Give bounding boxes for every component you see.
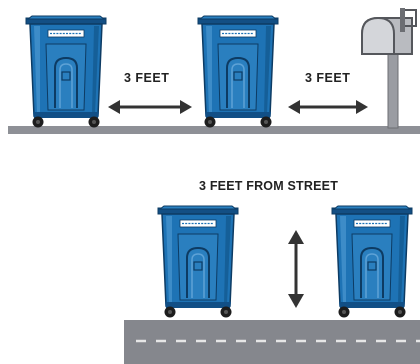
- mailbox-icon: [362, 8, 416, 128]
- spacing-label-between-carts: 3 FEET: [124, 71, 169, 85]
- double-arrow-vertical-icon: [288, 230, 304, 308]
- distance-from-street-label: 3 FEET FROM STREET: [199, 179, 338, 193]
- double-arrow-horizontal-icon: [108, 100, 192, 114]
- trash-cart-icon: [198, 16, 278, 128]
- street-road: [124, 320, 420, 364]
- spacing-label-to-mailbox: 3 FEET: [305, 71, 350, 85]
- double-arrow-horizontal-icon: [288, 100, 368, 114]
- trash-cart-icon: [158, 206, 238, 318]
- trash-cart-icon: [26, 16, 106, 128]
- trash-cart-icon: [332, 206, 412, 318]
- curb-ground-line: [8, 126, 420, 134]
